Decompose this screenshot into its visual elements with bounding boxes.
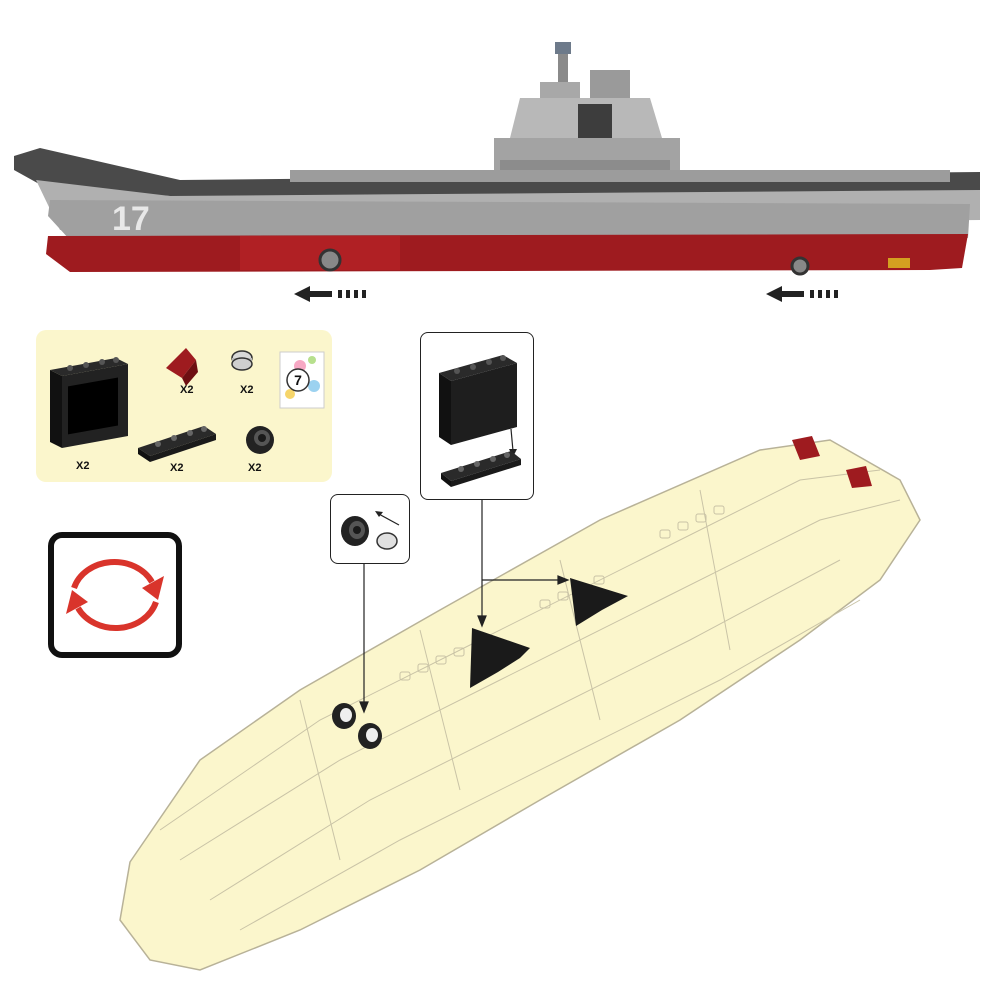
hull-upper [48,200,970,240]
wheel-assembly-illustration [341,511,400,550]
model-red-slope-2 [846,466,872,488]
parts-list-panel: 7 X2 X2 X2 X2 X2 [36,330,332,482]
model-hull [119,439,921,971]
model-deck-studs [399,505,725,681]
black-plate-part [138,426,216,462]
model-wheels [332,703,382,749]
rotate-model-icon [48,532,182,658]
model-black-panel-1 [470,628,530,688]
sticker-number: 7 [294,372,302,388]
qty-red-slope: X2 [180,384,194,396]
gray-round-tile-part [231,350,253,371]
wheel-left [318,248,342,272]
qty-black-plate: X2 [170,462,184,474]
model-black-panel-2 [570,578,628,626]
hull-number: 17 [112,200,150,238]
black-tire-part [246,426,274,454]
callout-wheel-assembly [330,494,410,564]
red-slope-part [166,348,198,386]
wheel-right [790,256,810,276]
rotate-arrows-icon [66,558,164,632]
motion-arrow-right [766,286,838,302]
model-red-slope-1 [792,436,820,460]
qty-gray-round-tile: X2 [240,384,254,396]
qty-black-tire: X2 [248,462,262,474]
island-tower [494,42,680,174]
qty-black-panel: X2 [76,460,90,472]
model-deck-lines [159,469,901,931]
hull-lower-red [46,234,968,272]
sticker-part: 7 [279,351,325,409]
panel-assembly-illustration [439,355,521,487]
callout-panel-assembly [420,332,534,500]
carrier-model-photo: 17 [14,42,980,302]
black-panel-part [50,357,128,448]
motion-arrow-left [294,286,366,302]
